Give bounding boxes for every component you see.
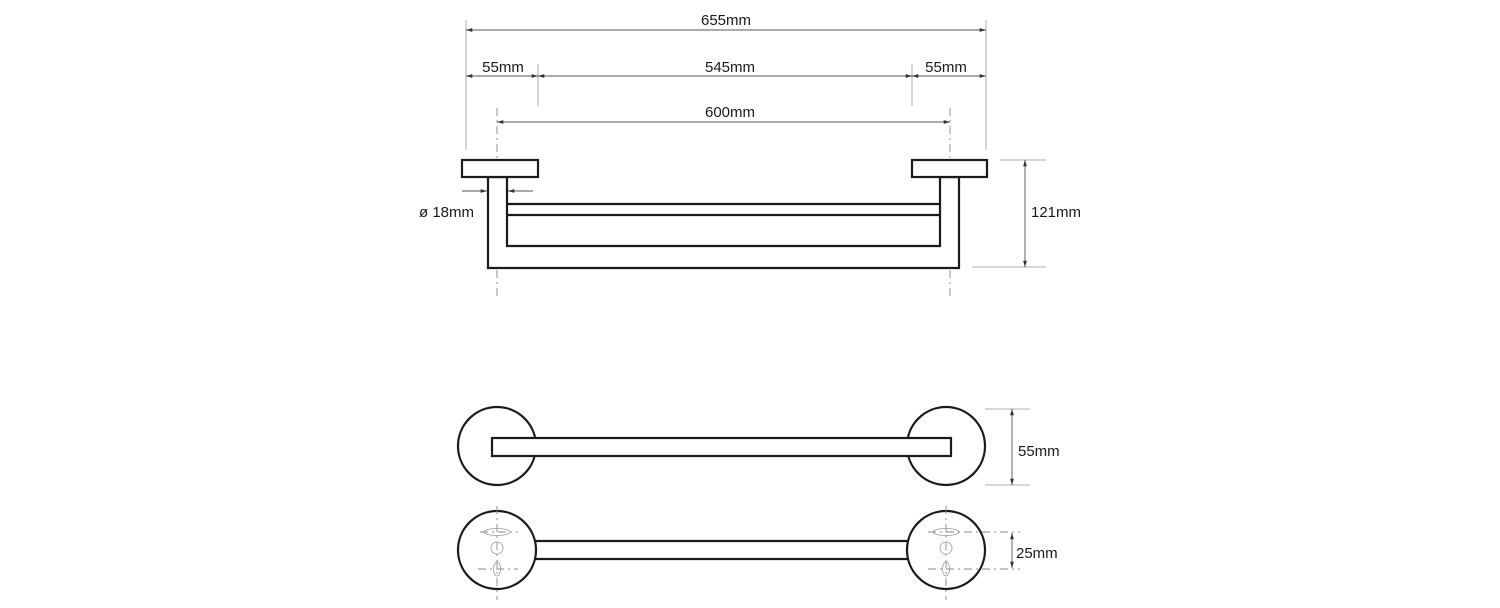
- right-mount: [905, 506, 1020, 600]
- left-mount: [456, 506, 538, 600]
- dim-label-bar-span: 545mm: [705, 59, 755, 76]
- right-flange: [910, 158, 989, 179]
- dim-label-flange-diameter: 55mm: [1018, 443, 1060, 460]
- top-view: 655mm 55mm 545mm 55mm 600mm ø 18mm 121mm: [419, 12, 1081, 300]
- left-flange: [460, 158, 540, 179]
- wall-view: 25mm: [456, 506, 1058, 600]
- dim-label-tube-diameter: ø 18mm: [419, 204, 474, 221]
- dim-label-projection: 121mm: [1031, 204, 1081, 221]
- dim-label-bar-height: 25mm: [1016, 545, 1058, 562]
- front-view: 55mm: [456, 405, 1060, 487]
- dim-label-center-distance: 600mm: [705, 104, 755, 121]
- dim-label-right-flange: 55mm: [925, 59, 967, 76]
- bar: [490, 436, 953, 458]
- rail-body: [486, 175, 961, 270]
- dim-label-left-flange: 55mm: [482, 59, 524, 76]
- dim-label-overall: 655mm: [701, 12, 751, 29]
